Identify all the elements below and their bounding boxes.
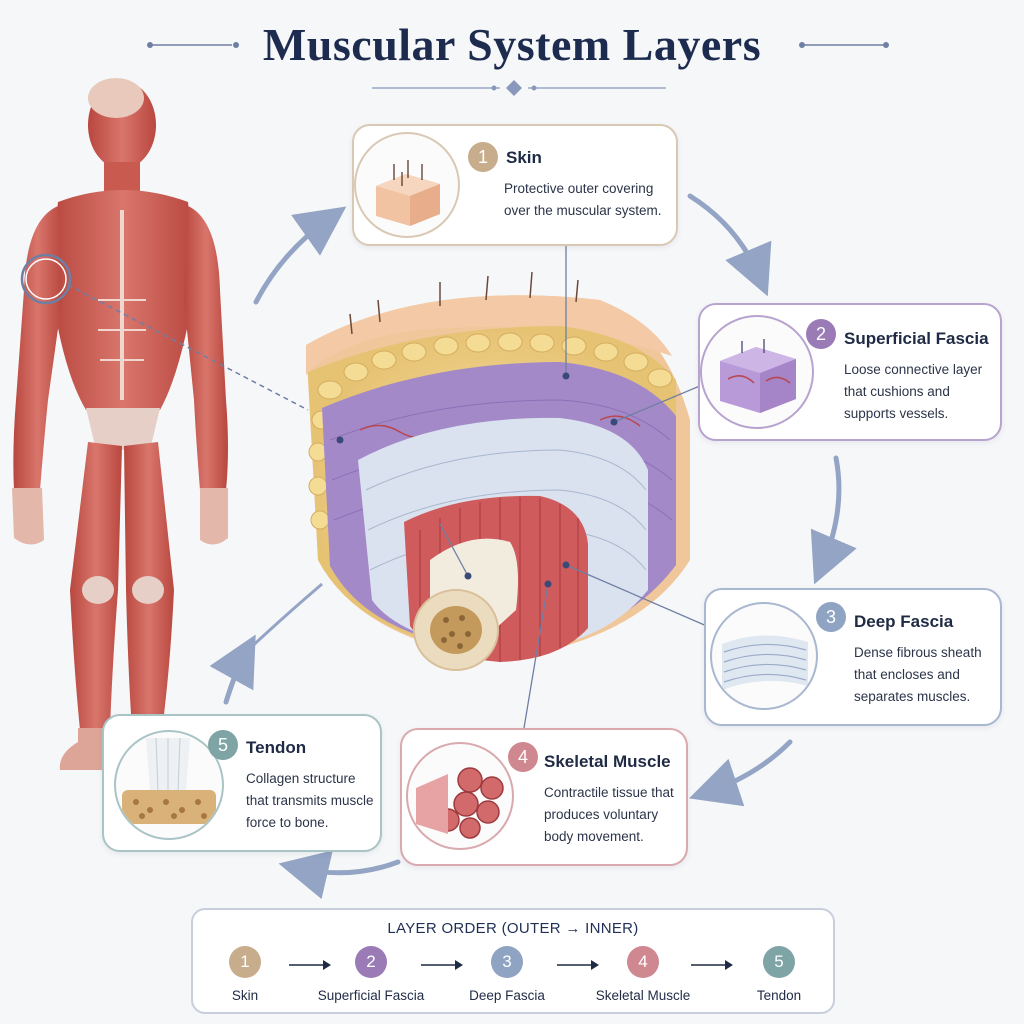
arrow-right-icon <box>421 960 463 970</box>
arrow-right-icon <box>557 960 599 970</box>
order-step-number: 4 <box>627 946 659 978</box>
layer-name: Skin <box>506 148 542 167</box>
order-step-skeletal-muscle: 4 Skeletal Muscle <box>583 946 703 1003</box>
layer-number-badge: 2 <box>806 319 836 349</box>
order-step-deep-fascia: 3 Deep Fascia <box>447 946 567 1003</box>
order-step-number: 1 <box>229 946 261 978</box>
layer-card-superficial-fascia: 2 Superficial Fascia Loose connective la… <box>698 303 1002 441</box>
arrow-right-icon <box>691 960 733 970</box>
order-step-label: Superficial Fascia <box>317 988 425 1003</box>
layer-number-badge: 5 <box>208 730 238 760</box>
order-step-number: 5 <box>763 946 795 978</box>
layer-number-badge: 1 <box>468 142 498 172</box>
order-step-superficial-fascia: 2 Superficial Fascia <box>311 946 431 1003</box>
layer-name: Deep Fascia <box>854 612 954 631</box>
arrow-right-icon <box>289 960 331 970</box>
fibrous-sheath-icon <box>722 635 808 690</box>
layer-number-badge: 3 <box>816 602 846 632</box>
layer-name: Superficial Fascia <box>844 329 989 348</box>
deep-fascia-thumbnail <box>710 602 818 710</box>
layer-order-heading: LAYER ORDER (OUTER → INNER) <box>387 920 639 937</box>
layer-name: Skeletal Muscle <box>544 752 671 771</box>
layer-order-panel: LAYER ORDER (OUTER → INNER) 1 Skin 2 Sup… <box>191 908 835 1014</box>
superficial-fascia-thumbnail <box>700 315 814 429</box>
order-step-label: Skeletal Muscle <box>595 988 691 1003</box>
page-title: Muscular System Layers <box>262 19 762 70</box>
order-step-number: 3 <box>491 946 523 978</box>
tendon-bone-icon <box>122 737 216 824</box>
order-step-tendon: 5 Tendon <box>719 946 839 1003</box>
order-step-label: Skin <box>231 988 259 1003</box>
skin-thumbnail <box>354 132 460 238</box>
title-ornament <box>147 42 889 96</box>
fascia-block-icon <box>720 339 796 413</box>
order-step-skin: 1 Skin <box>185 946 305 1003</box>
order-step-label: Deep Fascia <box>469 988 545 1003</box>
order-step-number: 2 <box>355 946 387 978</box>
layer-card-skeletal-muscle: 4 Skeletal Muscle Contractile tissue tha… <box>400 728 688 866</box>
order-step-label: Tendon <box>756 988 802 1003</box>
layer-number-badge: 4 <box>508 742 538 772</box>
skeletal-muscle-thumbnail <box>406 742 514 850</box>
muscle-fiber-bundle-icon <box>416 767 504 839</box>
skin-block-icon <box>376 160 440 226</box>
layer-name: Tendon <box>246 738 307 757</box>
tendon-thumbnail <box>114 730 224 840</box>
